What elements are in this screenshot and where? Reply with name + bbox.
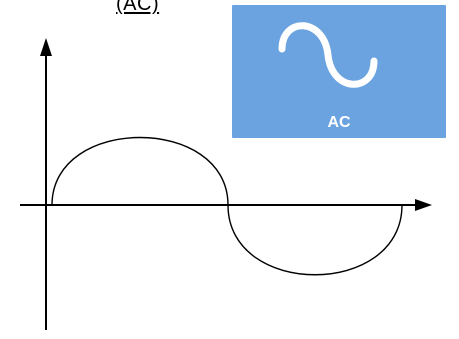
sine-positive-half <box>51 136 229 206</box>
horizontal-axis-arrow <box>415 199 432 211</box>
ac-badge: AC <box>232 5 446 138</box>
sine-wave-icon <box>278 22 378 88</box>
sine-negative-half <box>227 204 403 276</box>
badge-label: AC <box>327 114 351 131</box>
vertical-axis-arrow <box>40 38 52 56</box>
top-label: (AC) <box>116 0 160 15</box>
